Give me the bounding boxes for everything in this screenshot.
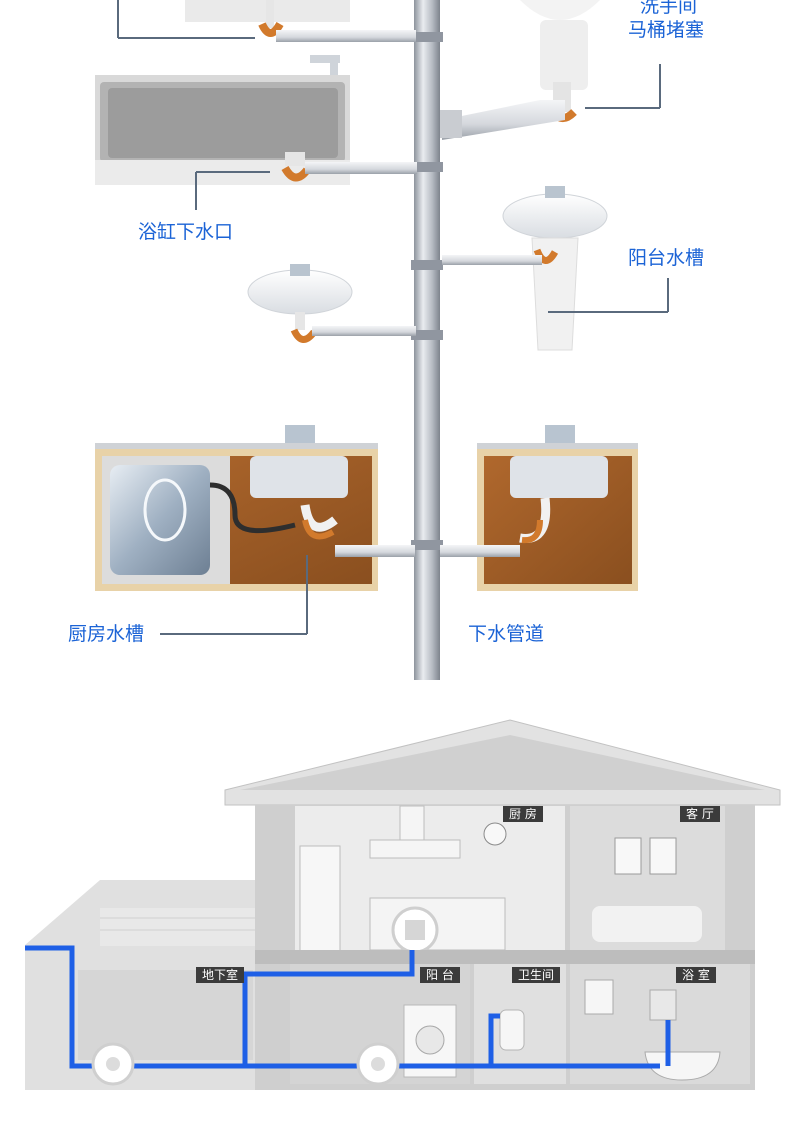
cleanout-disc	[91, 1042, 135, 1086]
label-washroom-line1: 洗手间	[640, 0, 698, 17]
bathtub	[95, 55, 417, 210]
room-living	[570, 806, 725, 951]
house-roof	[224, 719, 781, 806]
toilet	[440, 0, 661, 140]
kitchen-cabinet	[95, 425, 415, 635]
house-diagram	[25, 719, 781, 1090]
tag-kitchen: 厨 房	[503, 806, 543, 822]
tag-basement: 地下室	[196, 967, 245, 983]
main-drain-pipe	[411, 0, 443, 680]
label-bathtub-drain: 浴缸下水口	[138, 221, 234, 243]
garage	[25, 880, 255, 1090]
tag-bathroom: 浴 室	[676, 967, 716, 983]
balcony-sink	[442, 186, 669, 351]
room-kitchen	[295, 805, 565, 954]
plumbing-diagram	[95, 0, 669, 680]
tag-balcony: 阳 台	[420, 967, 460, 983]
wash-basin	[247, 264, 416, 343]
label-toilet-clog: 马桶堵塞	[628, 19, 705, 41]
kitchen-cabinet-right	[440, 425, 638, 591]
tag-living-room: 客 厅	[680, 806, 720, 822]
cleanout-disc	[356, 1042, 400, 1086]
label-kitchen-sink: 厨房水槽	[68, 623, 145, 645]
top-sink	[117, 0, 416, 42]
label-balcony-sink: 阳台水槽	[628, 247, 705, 269]
label-drain-pipe: 下水管道	[468, 623, 545, 645]
tag-restroom: 卫生间	[512, 967, 561, 983]
